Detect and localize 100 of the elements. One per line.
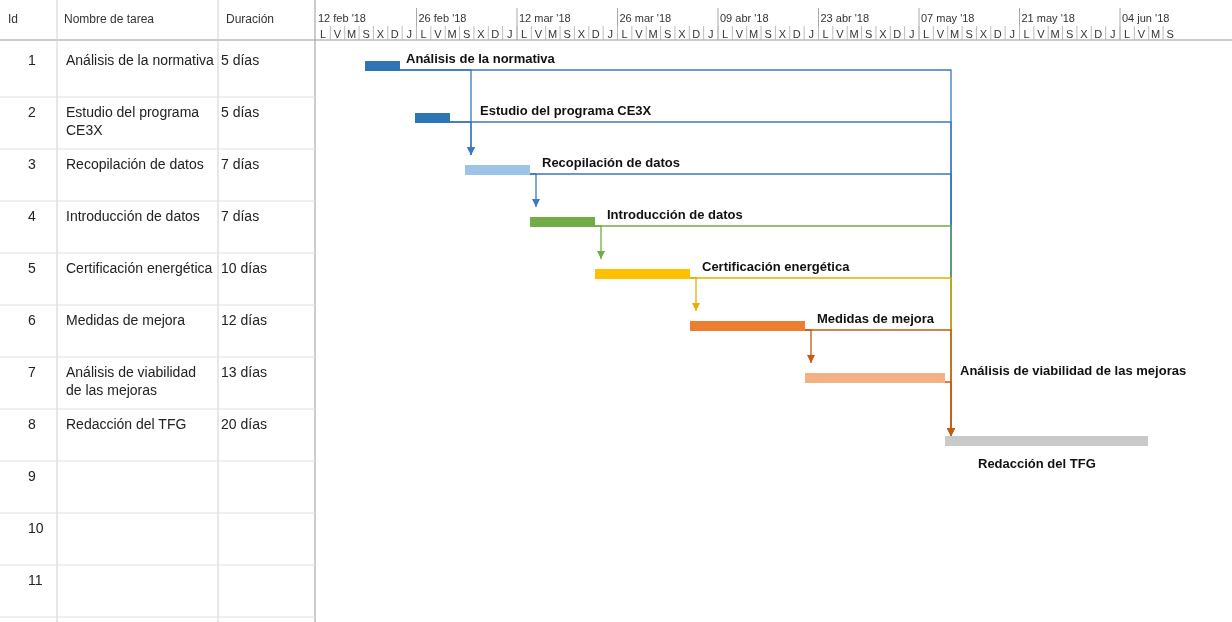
task-duration: 10 días [221,259,267,277]
task-name: Introducción de datos [66,207,201,225]
dependency-arrow [529,173,540,208]
day-label: V [1136,27,1146,42]
day-label: L [1122,27,1132,42]
day-label: V [734,27,744,42]
day-label: S [662,27,673,42]
day-label: J [706,27,715,42]
day-label: L [821,27,830,42]
dependency-arrow [689,277,700,312]
column-header: Duración [226,11,275,28]
day-label: M [1049,27,1061,42]
day-label: D [590,27,601,42]
day-label: D [791,27,802,42]
day-label: V [332,27,342,42]
day-label: D [389,27,400,42]
row-number: 4 [28,207,36,225]
task-label: Redacción del TFG [978,456,1096,471]
day-label: X [777,27,788,42]
row-number: 7 [28,363,36,381]
date-label: 26 mar '18 [619,11,672,26]
date-label: 21 may '18 [1021,11,1075,26]
day-label: L [419,27,428,42]
day-label: J [1108,27,1117,42]
row-number: 11 [28,571,43,589]
task-duration: 5 días [221,103,260,121]
day-label: J [907,27,916,42]
task-name: Medidas de mejora [66,311,187,329]
row-number: 1 [28,51,36,69]
task-name: Análisis de la normativa [66,51,214,69]
day-label: M [346,27,358,42]
day-label: X [576,27,587,42]
day-label: M [848,27,860,42]
task-duration: 12 días [221,311,267,329]
date-label: 12 feb '18 [318,11,366,26]
day-label: D [490,27,501,42]
day-label: L [318,27,328,42]
dependency-arrow [804,329,815,364]
date-label: 04 jun '18 [1122,11,1170,26]
day-label: V [634,27,644,42]
task-duration: 20 días [221,415,267,433]
day-label: J [606,27,614,42]
task-duration: 7 días [221,207,260,225]
day-label: M [547,27,559,42]
task-name: Redacción del TFG [66,415,188,433]
row-number: 10 [28,519,44,537]
day-label: S [1165,27,1175,42]
day-label: D [892,27,903,42]
day-label: X [878,27,888,42]
day-label: D [992,27,1003,42]
day-label: M [446,27,458,42]
day-label: S [1064,27,1075,42]
day-label: V [533,27,543,42]
row-number: 3 [28,155,36,173]
day-label: M [748,27,760,42]
row-number: 6 [28,311,36,329]
day-label: X [476,27,486,42]
column-header: Nombre de tarea [64,11,155,28]
task-label: Análisis de la normativa [406,51,555,66]
day-label: L [720,27,730,42]
task-duration: 7 días [221,155,260,173]
day-label: J [807,27,815,42]
task-label: Recopilación de datos [542,155,680,170]
task-label: Estudio del programa CE3X [480,103,652,118]
day-label: V [433,27,443,42]
task-name: Estudio del programa CE3X [66,103,201,139]
task-duration: 5 días [221,51,260,69]
day-label: L [921,27,931,42]
day-label: S [562,27,572,42]
dependency-arrow [594,225,605,260]
task-label: Certificación energética [702,259,850,274]
day-label: X [978,27,989,42]
task-duration: 13 días [221,363,267,381]
day-label: X [1079,27,1089,42]
day-label: M [949,27,961,42]
row-number: 2 [28,103,36,121]
day-label: X [375,27,386,42]
day-label: D [1093,27,1104,42]
day-label: X [677,27,687,42]
day-label: S [863,27,874,42]
row-number: 8 [28,415,36,433]
date-label: 23 abr '18 [820,11,870,26]
row-number: 9 [28,467,36,485]
task-name: Certificación energética [66,259,214,277]
column-header: Id [8,11,18,28]
day-label: D [691,27,702,42]
task-label: Medidas de mejora [817,311,935,326]
day-label: J [1008,27,1016,42]
day-label: M [647,27,659,42]
task-name: Análisis de viabilidad de las mejoras [66,363,197,399]
task-name: Recopilación de datos [66,155,205,173]
day-label: J [505,27,514,42]
day-label: J [405,27,413,42]
day-label: S [361,27,371,42]
day-label: S [964,27,974,42]
date-label: 07 may '18 [921,11,975,26]
day-label: L [519,27,529,42]
date-label: 12 mar '18 [519,11,571,26]
date-label: 26 feb '18 [418,11,467,26]
task-label: Introducción de datos [607,207,743,222]
